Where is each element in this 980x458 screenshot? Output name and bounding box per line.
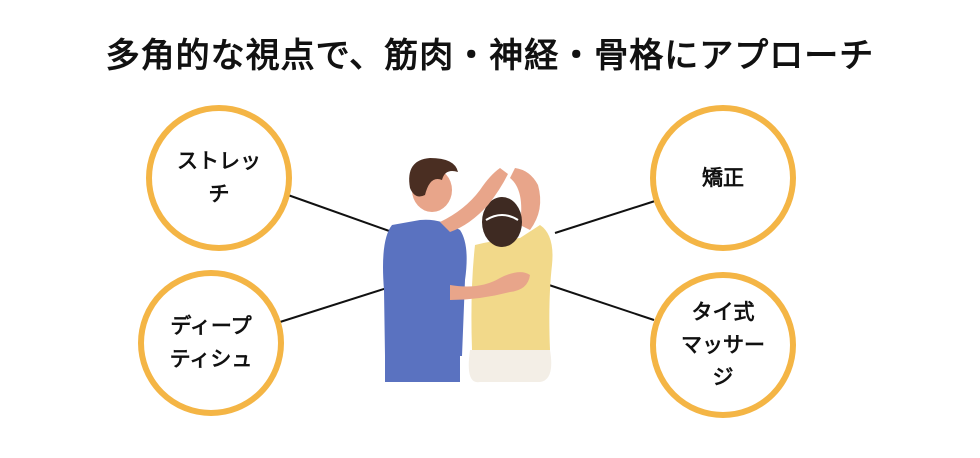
patient-arm [510, 168, 541, 230]
node-correction: 矯正 [650, 105, 796, 251]
page-title: 多角的な視点で、筋肉・神経・骨格にアプローチ [105, 36, 875, 76]
therapist-pants [385, 355, 460, 382]
patient-head [482, 197, 522, 247]
node-deep-tissue: ディープ ティシュ [138, 270, 284, 416]
therapist-scrubs [383, 219, 467, 356]
therapist-illustration [383, 158, 553, 383]
connector-thai-massage [542, 282, 655, 321]
node-stretch: ストレッ チ [146, 105, 292, 251]
patient-pants [468, 350, 552, 383]
node-label: ディープ ティシュ [169, 314, 253, 371]
node-thai-massage: タイ式 マッサー ジ [650, 272, 796, 418]
node-label: タイ式 マッサー ジ [681, 300, 765, 390]
therapist-arm-raised [440, 168, 508, 232]
therapist-hand-back [450, 272, 530, 300]
therapist-hair [409, 158, 458, 197]
connector-deep-tissue [279, 286, 391, 323]
node-label: 矯正 [702, 165, 744, 190]
node-label: ストレッ チ [177, 149, 261, 206]
connector-correction [554, 200, 656, 234]
connector-stretch [287, 194, 393, 233]
